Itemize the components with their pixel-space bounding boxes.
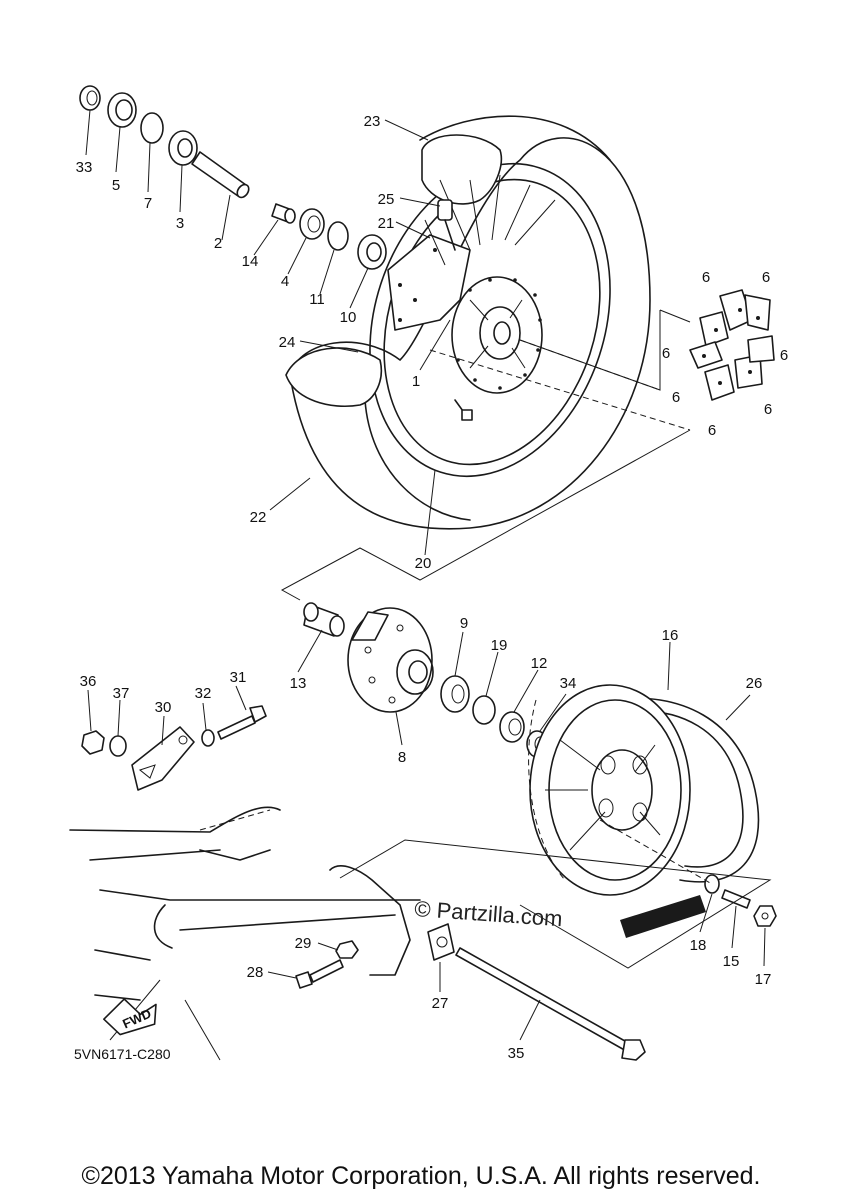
- callout-15: 15: [723, 953, 740, 970]
- belt-section: [620, 895, 706, 938]
- part-16-drive-pulley[interactable]: [528, 684, 691, 896]
- callout-6a: 6: [702, 269, 710, 286]
- callout-32: 32: [195, 685, 212, 702]
- partzilla-watermark: © Partzilla.com: [414, 896, 564, 931]
- part-5-oil-seal[interactable]: [107, 92, 137, 128]
- callout-5: 5: [112, 177, 120, 194]
- callout-6c: 6: [662, 345, 670, 362]
- part-21-brake-disc[interactable]: [387, 234, 471, 331]
- callout-34: 34: [560, 675, 577, 692]
- callout-20: 20: [415, 555, 432, 572]
- callout-4: 4: [281, 273, 289, 290]
- part-13-collar[interactable]: [303, 602, 345, 637]
- callout-31: 31: [230, 669, 247, 686]
- callout-16: 16: [662, 627, 679, 644]
- callout-37: 37: [113, 685, 130, 702]
- callout-7: 7: [144, 195, 152, 212]
- wheel-spokes: [424, 174, 556, 266]
- part-1-hub[interactable]: [451, 276, 543, 394]
- part-23-tube[interactable]: [421, 134, 502, 205]
- callout-3: 3: [176, 215, 184, 232]
- callouts: 33 5 7 3 2 14 4 11 10 1 23 25 21 24 22 2…: [76, 113, 789, 1062]
- part-28-bolt[interactable]: [295, 959, 344, 989]
- callout-9: 9: [460, 615, 468, 632]
- callout-6e: 6: [672, 389, 680, 406]
- callout-10: 10: [340, 309, 357, 326]
- copyright-notice: ©2013 Yamaha Motor Corporation, U.S.A. A…: [81, 1162, 761, 1190]
- callout-25: 25: [378, 191, 395, 208]
- part-14-collar[interactable]: [271, 203, 296, 224]
- callout-23: 23: [364, 113, 381, 130]
- callout-29: 29: [295, 935, 312, 952]
- part-12-oil-seal[interactable]: [499, 711, 525, 743]
- part-18-washer[interactable]: [704, 874, 720, 894]
- callout-26: 26: [746, 675, 763, 692]
- part-6-dampers[interactable]: [689, 289, 775, 401]
- callout-6f: 6: [764, 401, 772, 418]
- callout-17: 17: [755, 971, 772, 988]
- part-11-circlip[interactable]: [327, 221, 349, 251]
- part-3-bearing[interactable]: [168, 130, 198, 166]
- valve-lower: [454, 399, 473, 421]
- callout-36: 36: [80, 673, 97, 690]
- callout-22: 22: [250, 509, 267, 526]
- part-30-bracket[interactable]: [131, 726, 195, 791]
- part-32-collar[interactable]: [201, 729, 215, 747]
- part-36-nut[interactable]: [81, 730, 105, 755]
- callout-6d: 6: [780, 347, 788, 364]
- part-2-spacer-tube[interactable]: [191, 151, 251, 200]
- callout-11: 11: [309, 291, 325, 308]
- callout-28: 28: [247, 964, 264, 981]
- part-7-circlip[interactable]: [140, 112, 164, 144]
- callout-30: 30: [155, 699, 172, 716]
- callout-35: 35: [508, 1045, 525, 1062]
- part-29-nut[interactable]: [335, 940, 359, 959]
- part-27-adjuster-plate[interactable]: [427, 923, 455, 961]
- part-9-bearing[interactable]: [440, 675, 470, 713]
- callout-13: 13: [290, 675, 307, 692]
- part-33-dust-seal[interactable]: [79, 85, 101, 111]
- callout-19: 19: [491, 637, 508, 654]
- part-35-rear-axle[interactable]: [455, 947, 646, 1061]
- callout-6b: 6: [762, 269, 770, 286]
- callout-33: 33: [76, 159, 93, 176]
- callout-27: 27: [432, 995, 449, 1012]
- callout-24: 24: [279, 334, 296, 351]
- part-25-valve[interactable]: [437, 199, 456, 251]
- part-31-bolt[interactable]: [217, 705, 267, 740]
- diagram-code: 5VN6171-C280: [74, 1046, 171, 1062]
- part-24-rim-band[interactable]: [285, 347, 382, 407]
- fwd-arrow: FWD: [103, 998, 157, 1036]
- part-26-rear-wheel[interactable]: [609, 697, 760, 883]
- callout-8: 8: [398, 749, 406, 766]
- part-37-washer[interactable]: [109, 735, 127, 757]
- part-15-stud-bolt[interactable]: [721, 889, 751, 909]
- part-4-bearing[interactable]: [299, 208, 325, 240]
- part-10-bearing[interactable]: [357, 234, 387, 270]
- callout-1: 1: [412, 373, 420, 390]
- part-19-circlip[interactable]: [472, 695, 496, 725]
- part-17-nut[interactable]: [753, 905, 777, 927]
- part-8-clutch-hub[interactable]: [347, 607, 434, 713]
- callout-12: 12: [531, 655, 548, 672]
- callout-14: 14: [242, 253, 259, 270]
- callout-6g: 6: [708, 422, 716, 439]
- callout-21: 21: [378, 215, 395, 232]
- leader-lines: [85, 109, 766, 1041]
- callout-2: 2: [214, 235, 222, 252]
- callout-18: 18: [690, 937, 707, 954]
